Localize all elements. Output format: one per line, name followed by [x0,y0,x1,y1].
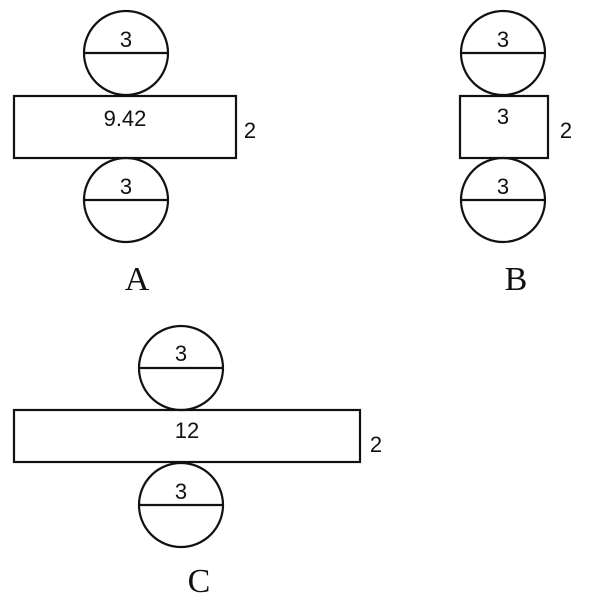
figure-b: 3 3 2 3 B [458,9,572,298]
figure-b-top-circle: 3 [459,9,547,97]
circle-diameter-label: 3 [120,27,132,52]
circle-diameter-label: 3 [497,27,509,52]
figure-a-top-circle: 3 [82,9,170,97]
figure-c-rectangle [12,408,362,464]
figure-c-letter: C [188,563,211,600]
figure-a-letter: A [125,261,150,298]
circle-diameter-label: 3 [497,174,509,199]
figure-c-bottom-circle: 3 [137,461,225,549]
figure-c: 3 12 2 3 C [12,324,382,600]
figure-b-letter: B [505,261,528,298]
figure-a-rect-length-label: 9.42 [104,106,147,131]
circle-diameter-label: 3 [175,479,187,504]
circle-diameter-label: 3 [175,341,187,366]
figure-a: 3 9.42 2 3 A [12,9,256,298]
figure-b-bottom-circle: 3 [459,156,547,244]
figure-c-rect-length-label: 12 [175,418,199,443]
figure-a-rect-width-label: 2 [244,118,256,143]
circle-diameter-label: 3 [120,174,132,199]
figure-b-rect-length-label: 3 [497,104,509,129]
figure-c-top-circle: 3 [137,324,225,412]
figure-c-rect-width-label: 2 [370,432,382,457]
figure-a-bottom-circle: 3 [82,156,170,244]
figure-b-rect-width-label: 2 [560,118,572,143]
